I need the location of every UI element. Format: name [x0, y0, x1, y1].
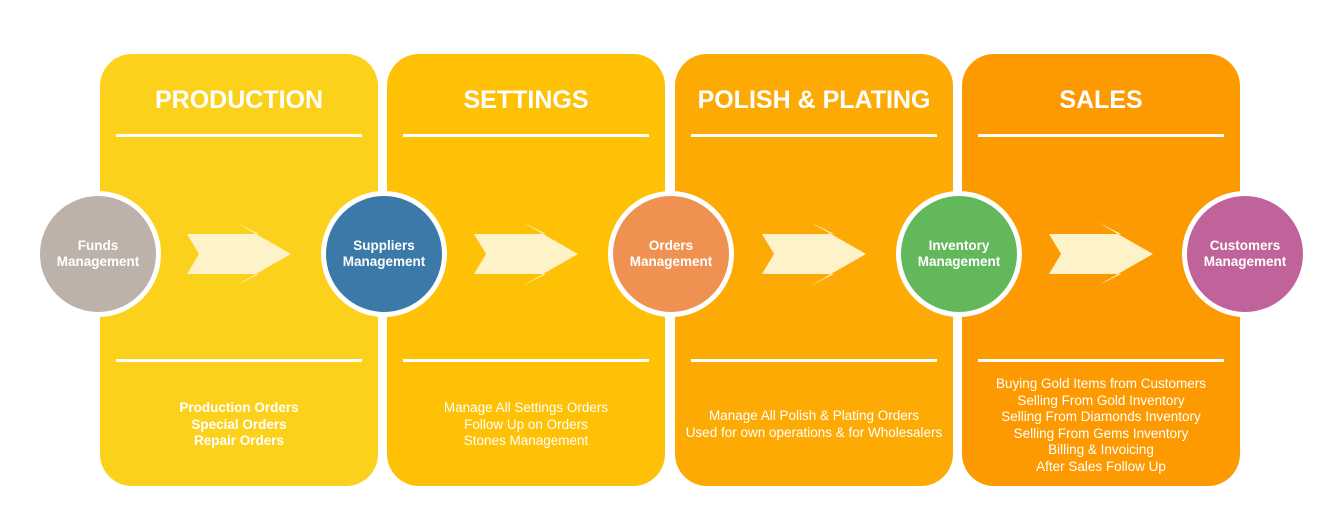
stage-description: Buying Gold Items from Customers Selling…	[962, 376, 1240, 475]
list-item: Manage All Settings Orders	[443, 400, 609, 415]
divider	[403, 359, 649, 362]
inventory-management-node: Inventory Management	[896, 191, 1022, 317]
node-label-line: Inventory	[928, 237, 990, 253]
node-label-line: Suppliers	[353, 237, 415, 253]
list-item: Billing & Invoicing	[1048, 442, 1154, 457]
list-item: After Sales Follow Up	[1036, 458, 1166, 474]
suppliers-management-node: Suppliers Management	[321, 191, 447, 317]
list-item: Selling From Diamonds Inventory	[1001, 409, 1201, 424]
list-item: Stones Management	[463, 433, 589, 448]
double-chevron-arrow-icon	[762, 222, 866, 286]
stage-title: PRODUCTION	[154, 86, 324, 114]
divider	[978, 359, 1224, 362]
stage-title: POLISH & PLATING	[697, 86, 931, 114]
node-label-line: Orders	[648, 237, 694, 253]
node-label-line: Management	[56, 254, 140, 269]
list-item: Repair Orders	[193, 433, 285, 448]
list-item: Selling From Gold Inventory	[1017, 392, 1185, 408]
divider	[691, 359, 937, 362]
list-item: Follow Up on Orders	[464, 416, 588, 432]
stage-title: SALES	[1059, 86, 1143, 114]
orders-management-node: Orders Management	[608, 191, 734, 317]
node-label-line: Funds	[77, 237, 119, 253]
node-label-line: Management	[917, 254, 1001, 269]
stage-description: Manage All Settings Orders Follow Up on …	[387, 400, 665, 450]
double-chevron-arrow-icon	[474, 222, 578, 286]
node-label-line: Management	[342, 254, 426, 269]
list-item: Special Orders	[191, 416, 287, 432]
list-item: Used for own operations & for Wholesaler…	[685, 424, 943, 440]
divider	[116, 359, 362, 362]
list-item: Buying Gold Items from Customers	[995, 376, 1207, 391]
node-label-line: Management	[629, 254, 713, 269]
divider	[116, 134, 362, 137]
list-item: Selling From Gems Inventory	[1013, 425, 1189, 441]
list-item: Manage All Polish & Plating Orders	[708, 408, 920, 423]
divider	[691, 134, 937, 137]
stage-title: SETTINGS	[463, 86, 589, 114]
node-label-line: Customers	[1209, 237, 1281, 253]
funds-management-node: Funds Management	[35, 191, 161, 317]
divider	[403, 134, 649, 137]
stage-description: Production Orders Special Orders Repair …	[100, 400, 378, 450]
stage-description: Manage All Polish & Plating Orders Used …	[675, 408, 953, 441]
double-chevron-arrow-icon	[1049, 222, 1153, 286]
double-chevron-arrow-icon	[187, 222, 291, 286]
node-label-line: Management	[1203, 254, 1287, 269]
list-item: Production Orders	[179, 400, 299, 415]
customers-management-node: Customers Management	[1182, 191, 1308, 317]
divider	[978, 134, 1224, 137]
